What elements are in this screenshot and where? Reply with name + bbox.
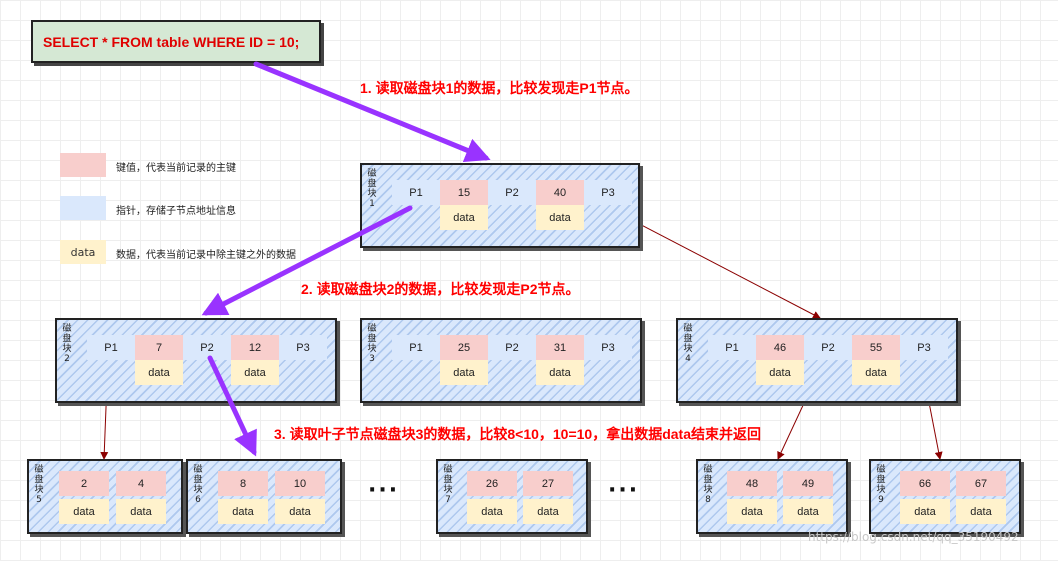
sql-query-text: SELECT * FROM table WHERE ID = 10; (43, 33, 300, 50)
pointer-p1: P1 (392, 335, 440, 360)
disk-block-label: 磁盘块5 (34, 465, 44, 505)
search-arrow-1 (253, 61, 491, 163)
key-cell: 2 (59, 471, 109, 496)
data-cell: data (440, 205, 488, 230)
key-cell: 55 (852, 335, 900, 360)
key-cell: 67 (956, 471, 1006, 496)
key-cell: 8 (218, 471, 268, 496)
pointer-p3: P3 (584, 335, 632, 360)
legend-key-swatch (60, 153, 106, 177)
data-cell: data (756, 360, 804, 385)
pointer-p1: P1 (392, 180, 440, 205)
disk-block-9: 磁盘块9 66 data 67 data (869, 459, 1021, 534)
key-cell: 10 (275, 471, 325, 496)
key-cell: 48 (727, 471, 777, 496)
data-cell: data (783, 499, 833, 524)
key-cell: 49 (783, 471, 833, 496)
disk-block-2: 磁盘块2 P1 7 data P2 12 data P3 (55, 318, 337, 403)
key-cell: 4 (116, 471, 166, 496)
key-cell: 12 (231, 335, 279, 360)
step-1-text: 1. 读取磁盘块1的数据，比较发现走P1节点。 (360, 80, 639, 96)
ellipsis: ··· (608, 478, 640, 503)
data-cell: data (900, 499, 950, 524)
key-cell: 25 (440, 335, 488, 360)
legend-key-text: 键值，代表当前记录的主键 (116, 163, 236, 174)
pointer-p3: P3 (900, 335, 948, 360)
pointer-p3: P3 (584, 180, 632, 205)
link-b1p3-b4 (604, 205, 821, 319)
key-cell: 66 (900, 471, 950, 496)
data-cell: data (218, 499, 268, 524)
data-cell: data (116, 499, 166, 524)
legend-data-text: 数据，代表当前记录中除主键之外的数据 (116, 250, 296, 261)
data-cell: data (852, 360, 900, 385)
search-arrow-2 (201, 205, 413, 316)
data-cell: data (275, 499, 325, 524)
data-cell: data (536, 205, 584, 230)
disk-block-label: 磁盘块6 (193, 465, 203, 505)
disk-block-4: 磁盘块4 P1 46 data P2 55 data P3 (676, 318, 958, 403)
pointer-p2: P2 (488, 335, 536, 360)
disk-block-label: 磁盘块3 (367, 324, 377, 364)
key-cell: 40 (536, 180, 584, 205)
pointer-p1: P1 (87, 335, 135, 360)
key-cell: 31 (536, 335, 584, 360)
pointer-p2: P2 (183, 335, 231, 360)
key-cell: 7 (135, 335, 183, 360)
disk-block-1: 磁盘块1 P1 15 data P2 40 data P3 (360, 163, 640, 248)
ellipsis: ··· (368, 478, 400, 503)
data-cell: data (727, 499, 777, 524)
pointer-p1: P1 (708, 335, 756, 360)
disk-block-label: 磁盘块9 (876, 465, 886, 505)
pointer-p2: P2 (804, 335, 852, 360)
data-cell: data (523, 499, 573, 524)
step-2-text: 2. 读取磁盘块2的数据，比较发现走P2节点。 (301, 281, 580, 297)
disk-block-label: 磁盘块7 (443, 465, 453, 505)
key-cell: 27 (523, 471, 573, 496)
disk-block-5: 磁盘块5 2 data 4 data (27, 459, 183, 534)
data-cell: data (231, 360, 279, 385)
key-cell: 46 (756, 335, 804, 360)
step-3-text: 3. 读取叶子节点磁盘块3的数据，比较8<10，10=10，拿出数据data结束… (274, 426, 761, 442)
disk-block-6: 磁盘块6 8 data 10 data (186, 459, 342, 534)
data-cell: data (59, 499, 109, 524)
legend-pointer-swatch (60, 196, 106, 220)
data-cell: data (956, 499, 1006, 524)
legend-data-swatch: data (60, 240, 106, 264)
pointer-p3: P3 (279, 335, 327, 360)
watermark: https://blog.csdn.net/qq_35190492 (808, 530, 1019, 544)
disk-block-7: 磁盘块7 26 data 27 data (436, 459, 588, 534)
sql-query-box: SELECT * FROM table WHERE ID = 10; (31, 20, 321, 63)
legend-pointer-text: 指针，存储子节点地址信息 (116, 206, 236, 217)
data-cell: data (467, 499, 517, 524)
pointer-p2: P2 (488, 180, 536, 205)
key-cell: 15 (440, 180, 488, 205)
disk-block-label: 磁盘块8 (703, 465, 713, 505)
disk-block-3: 磁盘块3 P1 25 data P2 31 data P3 (360, 318, 642, 403)
search-arrow-3 (207, 355, 257, 457)
disk-block-8: 磁盘块8 48 data 49 data (696, 459, 848, 534)
data-cell: data (440, 360, 488, 385)
disk-block-label: 磁盘块1 (367, 169, 377, 209)
disk-block-label: 磁盘块4 (683, 324, 693, 364)
data-cell: data (536, 360, 584, 385)
key-cell: 26 (467, 471, 517, 496)
data-cell: data (135, 360, 183, 385)
disk-block-label: 磁盘块2 (62, 324, 72, 364)
